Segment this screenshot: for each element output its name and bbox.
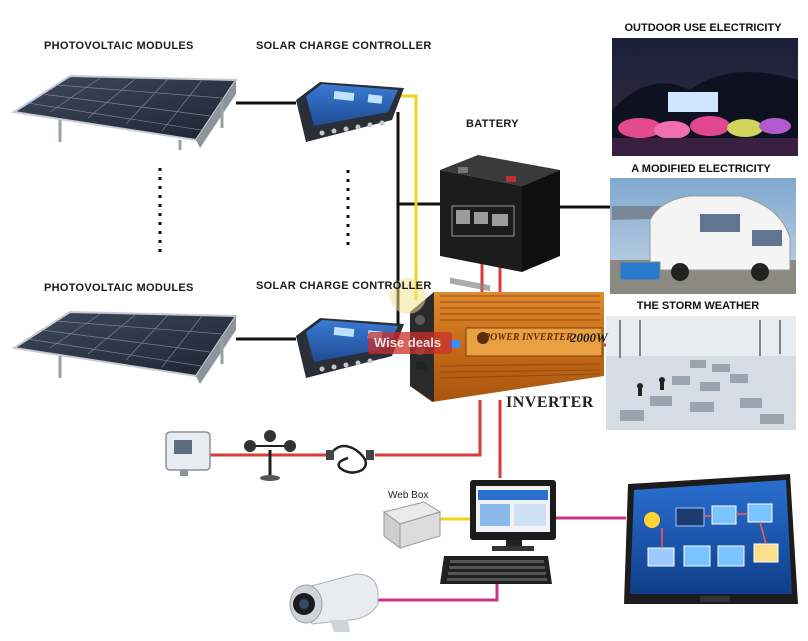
label-pv-modules-bottom: PHOTOVOLTAIC MODULES bbox=[44, 282, 194, 294]
anemometer bbox=[244, 430, 296, 481]
web-box bbox=[382, 501, 442, 549]
pv-panel-top bbox=[11, 74, 238, 150]
desktop-computer bbox=[440, 480, 556, 584]
photo-outdoor-camping bbox=[612, 38, 798, 156]
caption-storm: THE STORM WEATHER bbox=[636, 300, 760, 312]
label-inverter: INVERTER bbox=[506, 394, 594, 411]
watermark-text: Wise deals bbox=[374, 335, 442, 350]
label-battery: BATTERY bbox=[466, 118, 519, 130]
label-pv-modules-top: PHOTOVOLTAIC MODULES bbox=[44, 40, 194, 52]
inverter-face-title: POWER INVERTER bbox=[484, 332, 573, 343]
label-controller-bottom: SOLAR CHARGE CONTROLLER bbox=[256, 280, 432, 292]
inverter bbox=[410, 292, 604, 402]
inverter-face-rating: 2000W bbox=[570, 330, 608, 345]
caption-outdoor: OUTDOOR USE ELECTRICITY bbox=[624, 22, 782, 34]
battery bbox=[440, 155, 560, 292]
watermark-logo bbox=[368, 278, 452, 354]
photo-storm-snow bbox=[606, 316, 796, 430]
sensor-cable bbox=[326, 444, 374, 474]
monitor-display bbox=[624, 474, 798, 604]
label-controller-top: SOLAR CHARGE CONTROLLER bbox=[256, 40, 432, 52]
wire-yellow-top bbox=[390, 94, 418, 300]
label-web-box: Web Box bbox=[388, 490, 429, 501]
pv-panel-bottom bbox=[11, 310, 238, 384]
photo-rv-caravan bbox=[610, 178, 796, 294]
charge-controller-top bbox=[296, 82, 404, 142]
temperature-sensor-box bbox=[165, 431, 211, 476]
security-camera bbox=[289, 573, 379, 632]
caption-modified: A MODIFIED ELECTRICITY bbox=[631, 163, 771, 175]
wire-red-to-sensors bbox=[375, 400, 482, 457]
